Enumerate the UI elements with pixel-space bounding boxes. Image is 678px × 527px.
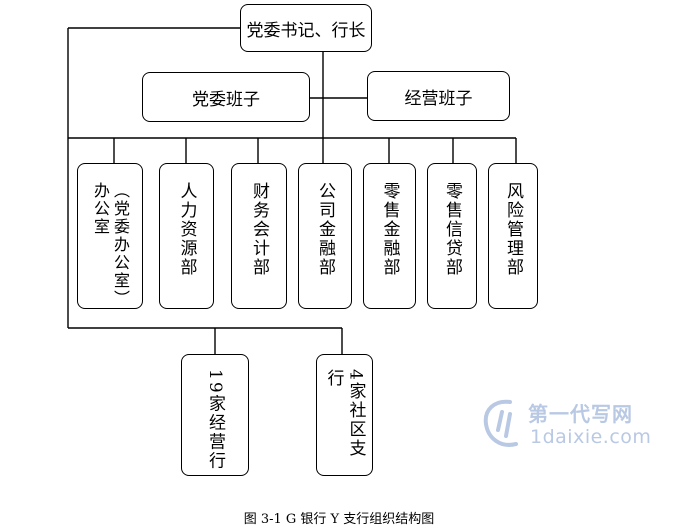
- dept-label-risk: 风险管理部: [503, 182, 523, 277]
- team-label-business: 经营班子: [404, 88, 473, 109]
- dept-label-corporate-finance: 公司金融部: [315, 182, 335, 277]
- branch-box-operating: 19家经营行: [181, 354, 249, 476]
- top-box: 党委书记、行长: [240, 4, 372, 52]
- dept-label-party-office: （党委办公室）办公室: [91, 182, 130, 308]
- branch-label-operating: 19家经营行: [205, 369, 225, 471]
- branch-box-community: 4家社区支行: [316, 354, 373, 476]
- dept-label-retail-credit: 零售信贷部: [442, 182, 462, 277]
- dept-box-risk: 风险管理部: [488, 163, 538, 309]
- watermark-title: 第一代写网: [528, 402, 633, 426]
- team-box-business: 经营班子: [367, 71, 510, 121]
- dept-label-finance: 财务会计部: [249, 182, 269, 277]
- dept-label-retail-finance: 零售金融部: [379, 182, 400, 277]
- dept-box-retail-credit: 零售信贷部: [427, 163, 477, 309]
- top-label: 党委书记、行长: [246, 20, 366, 41]
- figure-caption: 图 3-1 G 银行 Y 支行组织结构图: [243, 512, 435, 527]
- watermark-url: 1daixie.com: [530, 426, 652, 448]
- dept-box-finance: 财务会计部: [231, 163, 287, 309]
- dept-box-party-office: （党委办公室）办公室: [77, 163, 143, 309]
- watermark: 第一代写网 1daixie.com: [476, 396, 676, 456]
- dept-label-hr: 人力资源部: [176, 182, 197, 277]
- watermark-logo-icon: [483, 399, 518, 447]
- team-box-party: 党委班子: [142, 72, 310, 122]
- dept-box-corporate-finance: 公司金融部: [298, 163, 352, 309]
- dept-box-hr: 人力资源部: [159, 163, 214, 309]
- dept-box-retail-finance: 零售金融部: [363, 163, 416, 309]
- branch-label-community: 4家社区支行: [323, 369, 366, 458]
- team-label-party: 党委班子: [192, 89, 260, 110]
